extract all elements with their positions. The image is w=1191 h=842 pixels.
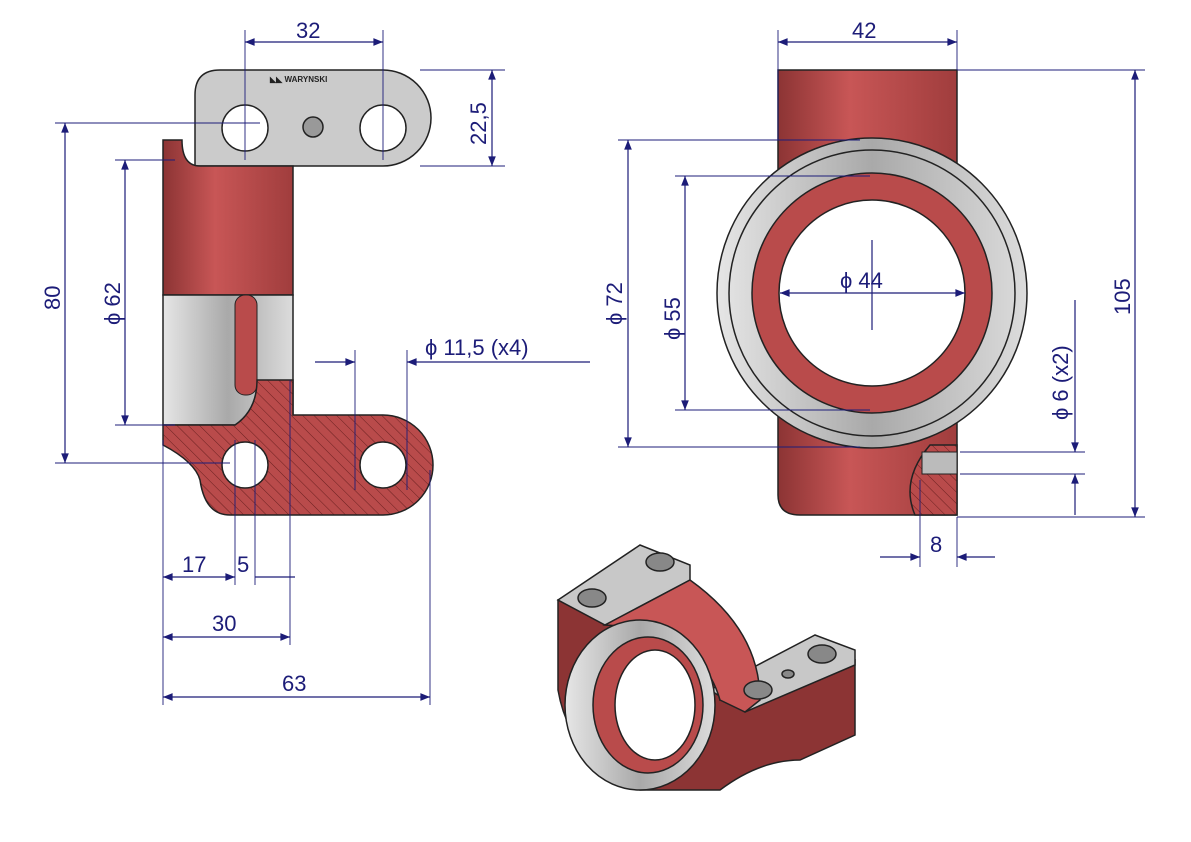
side-view: 42 105 ϕ 72 ϕ 55 ϕ 44 ϕ 6 (x2) 8 (602, 18, 1145, 567)
dim-phi-6: ϕ 6 (x2) (1048, 345, 1073, 420)
dim-30: 30 (212, 611, 236, 636)
body (162, 139, 294, 296)
dim-32: 32 (296, 18, 320, 43)
dim-phi-44: ϕ 44 (840, 268, 883, 293)
dim-22-5: 22,5 (466, 102, 491, 145)
dim-phi-72: ϕ 72 (602, 282, 627, 325)
dim-63: 63 (282, 671, 306, 696)
isometric-view (556, 544, 856, 791)
bearing-groove (234, 294, 258, 396)
dim-17: 17 (182, 552, 206, 577)
dim-phi-55: ϕ 55 (660, 297, 685, 340)
dim-8: 8 (930, 532, 942, 557)
dim-42: 42 (852, 18, 876, 43)
front-view: ◣◣ WARYNSKI 32 22,5 80 ϕ 62 ϕ 11,5 (x4) … (40, 18, 590, 705)
dim-105: 105 (1110, 278, 1135, 315)
dim-5: 5 (237, 552, 249, 577)
small-hole (302, 116, 324, 138)
logo: ◣◣ WARYNSKI (269, 75, 327, 84)
dim-80: 80 (40, 286, 65, 310)
dim-phi-11-5: ϕ 11,5 (x4) (425, 335, 529, 360)
hole (221, 441, 269, 489)
dim-phi-62: ϕ 62 (100, 282, 125, 325)
hole (359, 441, 407, 489)
pin (921, 451, 958, 475)
